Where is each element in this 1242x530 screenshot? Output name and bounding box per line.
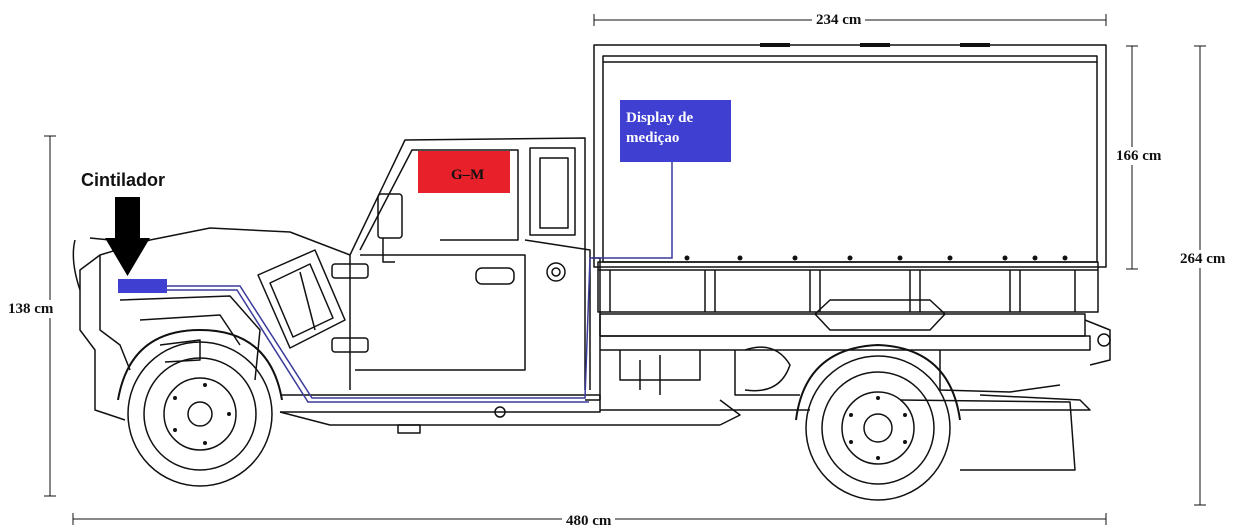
arrow-down-icon [105, 197, 150, 276]
hood-front [72, 227, 351, 421]
dim-body-length: 234 cm [812, 11, 866, 29]
display-callout: Display de mediçao [620, 100, 731, 162]
dim-total-height: 264 cm [1176, 250, 1230, 268]
gm-label: G–M [451, 167, 485, 183]
scintillator-detector [118, 279, 167, 293]
rear-wheel [795, 344, 961, 501]
cargo-box [593, 43, 1111, 471]
rivets [173, 255, 1068, 460]
display-label-line2: mediçao [626, 130, 680, 146]
front-wheel [117, 329, 283, 487]
scintillator-label: Cintilador [81, 170, 165, 190]
gm-detector [418, 151, 510, 193]
dim-total-length: 480 cm [562, 512, 616, 530]
cab [331, 137, 601, 401]
cable-route [167, 162, 673, 403]
dim-front-height: 138 cm [4, 300, 58, 318]
dim-body-height: 166 cm [1112, 147, 1166, 165]
chassis [279, 394, 810, 434]
display-label-line1: Display de [626, 110, 694, 126]
